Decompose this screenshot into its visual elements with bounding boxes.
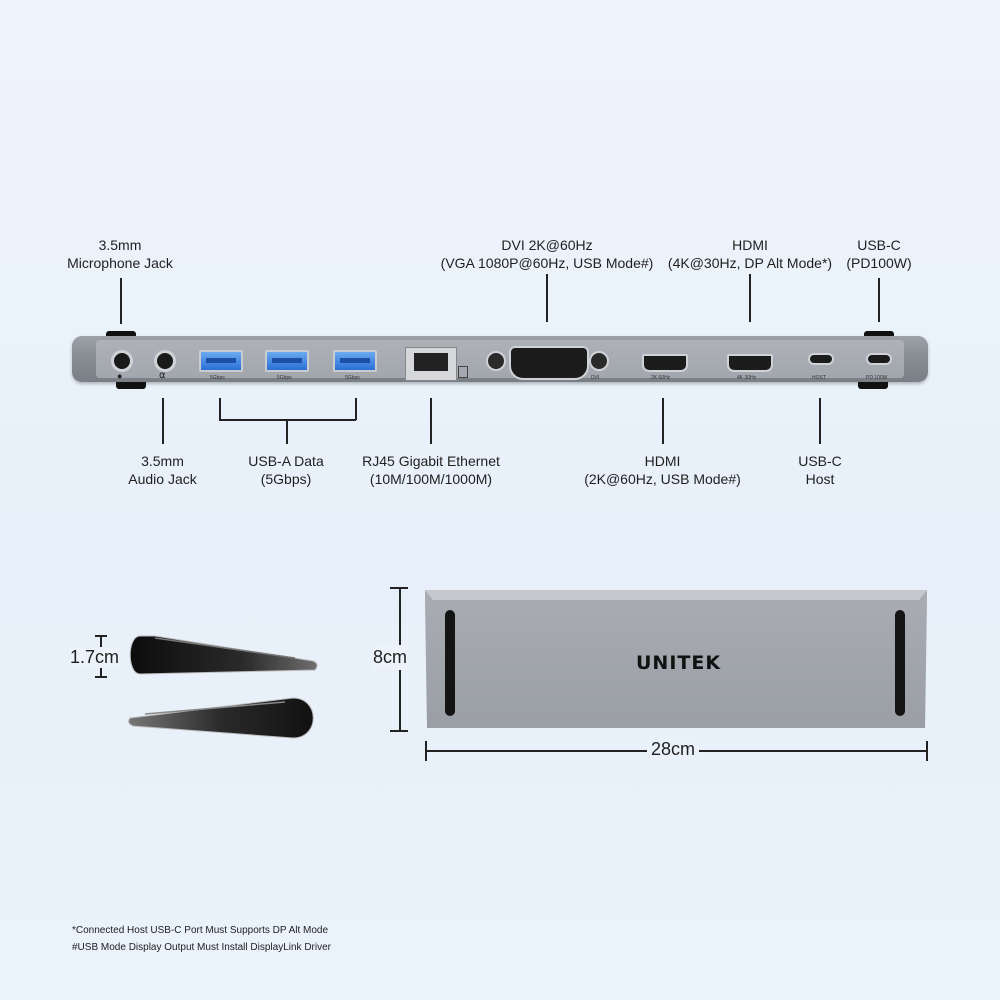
footnote-displaylink: #USB Mode Display Output Must Install Di… [72,942,331,953]
label-hdmi-bottom: HDMI (2K@60Hz, USB Mode#) [575,452,750,488]
pointer-line [819,398,821,444]
footnote-dp-alt: *Connected Host USB-C Port Must Supports… [72,925,329,936]
pointer-line [546,274,548,322]
pointer-line [878,278,880,322]
label-line: (PD100W) [846,255,912,271]
dimension-tick [95,676,107,678]
label-audio-jack: 3.5mm Audio Jack [105,452,220,488]
dock-bottom-view [425,590,927,728]
usb-a-port-2 [265,350,309,372]
bracket-line [355,398,357,420]
label-line: RJ45 Gigabit Ethernet [362,453,500,469]
bracket-line [219,419,356,421]
label-line: 3.5mm [98,237,142,253]
foot [116,382,146,389]
label-usbc-host: USB-C Host [780,452,860,488]
unitek-logo: UNITEK [636,652,722,674]
usb-a-port-3 [333,350,377,372]
label-line: (5Gbps) [260,471,312,487]
label-usb-a: USB-A Data (5Gbps) [226,452,346,488]
label-line: 3.5mm [141,453,184,469]
dvi-screw-right [589,351,609,371]
microphone-jack [111,350,133,372]
hdmi-port-2 [727,354,773,372]
label-usbc-pd: USB-C (PD100W) [832,236,926,272]
foot [858,382,888,389]
usb-c-pd-port [866,353,892,365]
port-marking: 2K 60Hz [651,375,671,381]
hdmi-port-1 [642,354,688,372]
label-line: (VGA 1080P@60Hz, USB Mode#) [440,255,654,271]
dimension-tick [390,730,408,732]
label-line: Audio Jack [128,471,197,487]
label-hdmi-top: HDMI (4K@30Hz, DP Alt Mode*) [660,236,840,272]
width-dimension: 28cm [647,739,700,760]
label-line: HDMI [732,237,768,253]
label-line: (4K@30Hz, DP Alt Mode*) [667,255,833,271]
label-microphone-jack: 3.5mm Microphone Jack [55,236,185,272]
label-rj45: RJ45 Gigabit Ethernet (10M/100M/1000M) [345,452,517,488]
pointer-line [662,398,664,444]
headphone-icon: ⍺ [159,370,166,381]
thickness-dimension: 1.7cm [70,647,120,668]
usb-a-port-1 [199,350,243,372]
label-line: USB-C [857,237,901,253]
dimension-tick [926,741,928,761]
port-marking: PD 100W [866,375,888,381]
dvi-screw-left [486,351,506,371]
pointer-line [749,274,751,322]
label-line: USB-C [798,453,842,469]
bracket-line [219,398,221,420]
foot [864,331,894,336]
port-marking: DVI [591,375,600,381]
microphone-icon: ● [117,371,123,381]
audio-jack [154,350,176,372]
side-profile-bottom [128,697,314,739]
port-marking: HOST [812,375,826,381]
usb-c-host-port [808,353,834,365]
port-marking: 4K 30Hz [737,375,757,381]
label-line: Microphone Jack [67,255,173,271]
pointer-line [162,398,164,444]
network-icon [458,366,468,378]
label-dvi: DVI 2K@60Hz (VGA 1080P@60Hz, USB Mode#) [432,236,662,272]
label-line: USB-A Data [248,453,324,469]
side-profile-top [129,635,318,675]
port-marking: 5Gbps [345,375,360,381]
port-marking: 5Gbps [210,375,225,381]
pointer-line [430,398,432,444]
pointer-line [286,419,288,444]
label-line: Host [805,471,835,487]
rj45-port [405,347,457,381]
label-line: HDMI [644,453,681,469]
port-marking: 5Gbps [277,375,292,381]
foot [106,331,136,336]
label-line: DVI 2K@60Hz [501,237,593,253]
depth-dimension: 8cm [373,645,408,670]
label-line: (10M/100M/1000M) [369,471,493,487]
dvi-port [509,346,589,380]
pointer-line [120,278,122,324]
label-line: (2K@60Hz, USB Mode#) [584,471,741,487]
